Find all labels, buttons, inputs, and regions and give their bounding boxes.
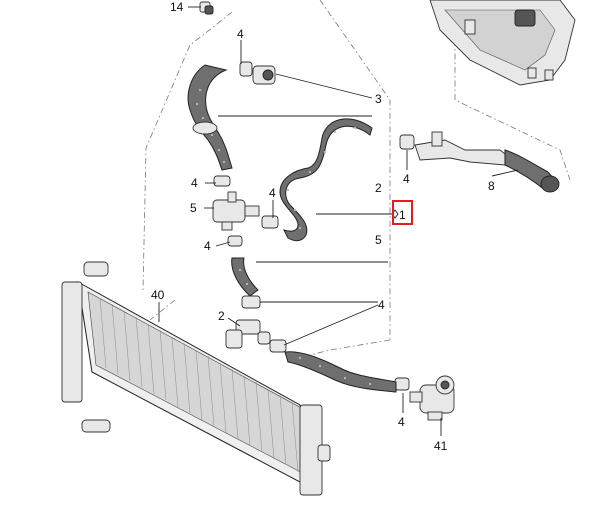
hose-part-1 bbox=[279, 118, 373, 242]
callout-4-top: 4 bbox=[237, 27, 244, 41]
t-piece-part-2 bbox=[225, 319, 271, 349]
hose-part-8 bbox=[414, 131, 560, 193]
callout-4-left-mid: 4 bbox=[191, 176, 198, 190]
leader-lines bbox=[158, 6, 519, 436]
clip-part-14 bbox=[199, 1, 214, 15]
callout-40: 40 bbox=[151, 288, 165, 302]
callout-14: 14 bbox=[170, 0, 184, 14]
radiator-part-40 bbox=[61, 261, 331, 496]
highlight-box-part-1 bbox=[392, 200, 413, 225]
hose-part-3 bbox=[187, 64, 233, 171]
callout-4-center: 4 bbox=[269, 186, 276, 200]
hose-connector-top bbox=[239, 61, 276, 85]
dash-dot-boundary bbox=[142, 0, 571, 361]
callout-2-left: 2 bbox=[218, 309, 225, 323]
callout-2-right: 2 bbox=[375, 181, 382, 195]
connector-part-5 bbox=[212, 191, 260, 231]
callout-4-right-low: 4 bbox=[378, 298, 385, 312]
hose-lower bbox=[284, 351, 397, 393]
callout-5-left: 5 bbox=[190, 201, 197, 215]
callout-41: 41 bbox=[434, 439, 448, 453]
callout-4-right-upper: 4 bbox=[403, 172, 410, 186]
pump-part-41 bbox=[409, 375, 455, 421]
expansion-tank bbox=[429, 0, 576, 86]
hose-short-center bbox=[231, 257, 259, 297]
callout-8: 8 bbox=[488, 179, 495, 193]
callout-5-right: 5 bbox=[375, 233, 382, 247]
callout-4-left-low: 4 bbox=[204, 239, 211, 253]
callout-numbers: 14 4 3 4 2 1 5 8 4 5 4 4 40 2 4 4 41 bbox=[151, 0, 495, 453]
clip-part-4-group bbox=[213, 134, 415, 391]
callout-1: 1 bbox=[399, 208, 406, 222]
callout-4-bottom: 4 bbox=[398, 415, 405, 429]
callout-3: 3 bbox=[375, 92, 382, 106]
